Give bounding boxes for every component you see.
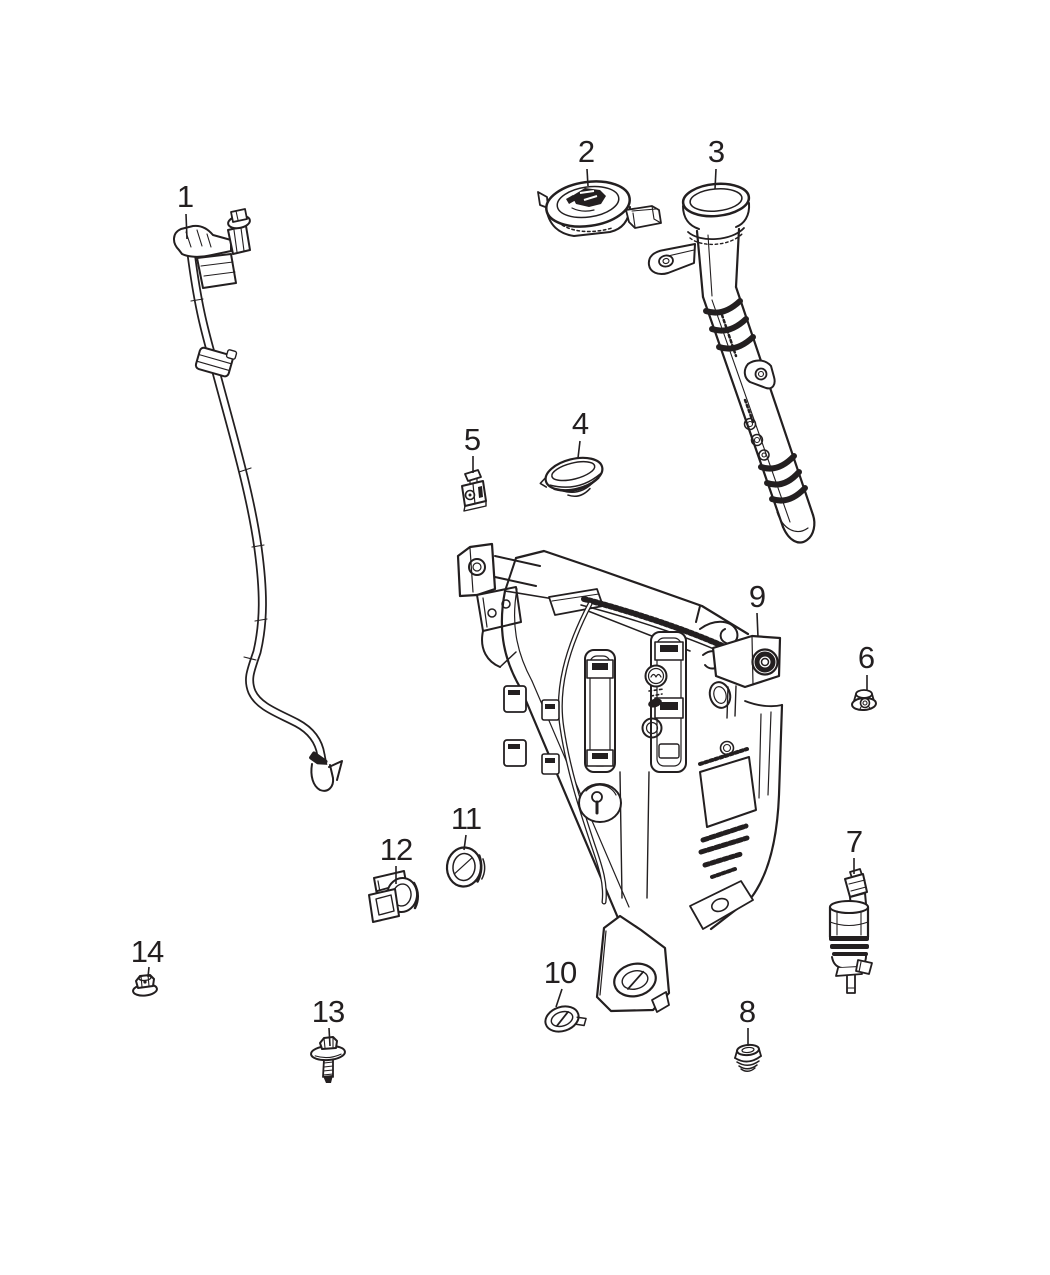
part-9-reservoir-drawing [456, 542, 784, 1013]
callout-12: 12 [379, 832, 413, 867]
callout-14: 14 [130, 934, 164, 969]
callout-9: 9 [748, 579, 766, 614]
leader-lines [147, 168, 868, 1047]
part-4-grommet-drawing [539, 456, 604, 497]
callout-8: 8 [738, 994, 756, 1029]
callout-4: 4 [571, 406, 589, 441]
callout-2: 2 [577, 134, 595, 169]
callout-13: 13 [311, 994, 345, 1029]
callout-7: 7 [845, 824, 863, 859]
part-10-seal-drawing [544, 1005, 587, 1033]
callout-10: 10 [543, 955, 577, 990]
part-5-clip-drawing [461, 469, 487, 512]
callout-6: 6 [857, 640, 875, 675]
part-6-nut-drawing [851, 689, 877, 712]
part-13-bolt-drawing [310, 1036, 346, 1083]
callout-5: 5 [463, 422, 481, 457]
part-7-pump-drawing [828, 868, 873, 994]
callout-3: 3 [707, 134, 725, 169]
part-8-grommet-drawing [734, 1043, 762, 1072]
part-2-cap-drawing [537, 180, 662, 237]
part-1-washer-hose-drawing [173, 208, 343, 792]
part-3-filler-tube-drawing [647, 182, 816, 544]
part-11-grommet-ring-drawing [445, 846, 486, 888]
part-14-nut-drawing [132, 974, 158, 997]
part-12-level-sensor-drawing [368, 870, 419, 923]
callout-1: 1 [176, 179, 194, 214]
callout-11: 11 [450, 801, 482, 836]
